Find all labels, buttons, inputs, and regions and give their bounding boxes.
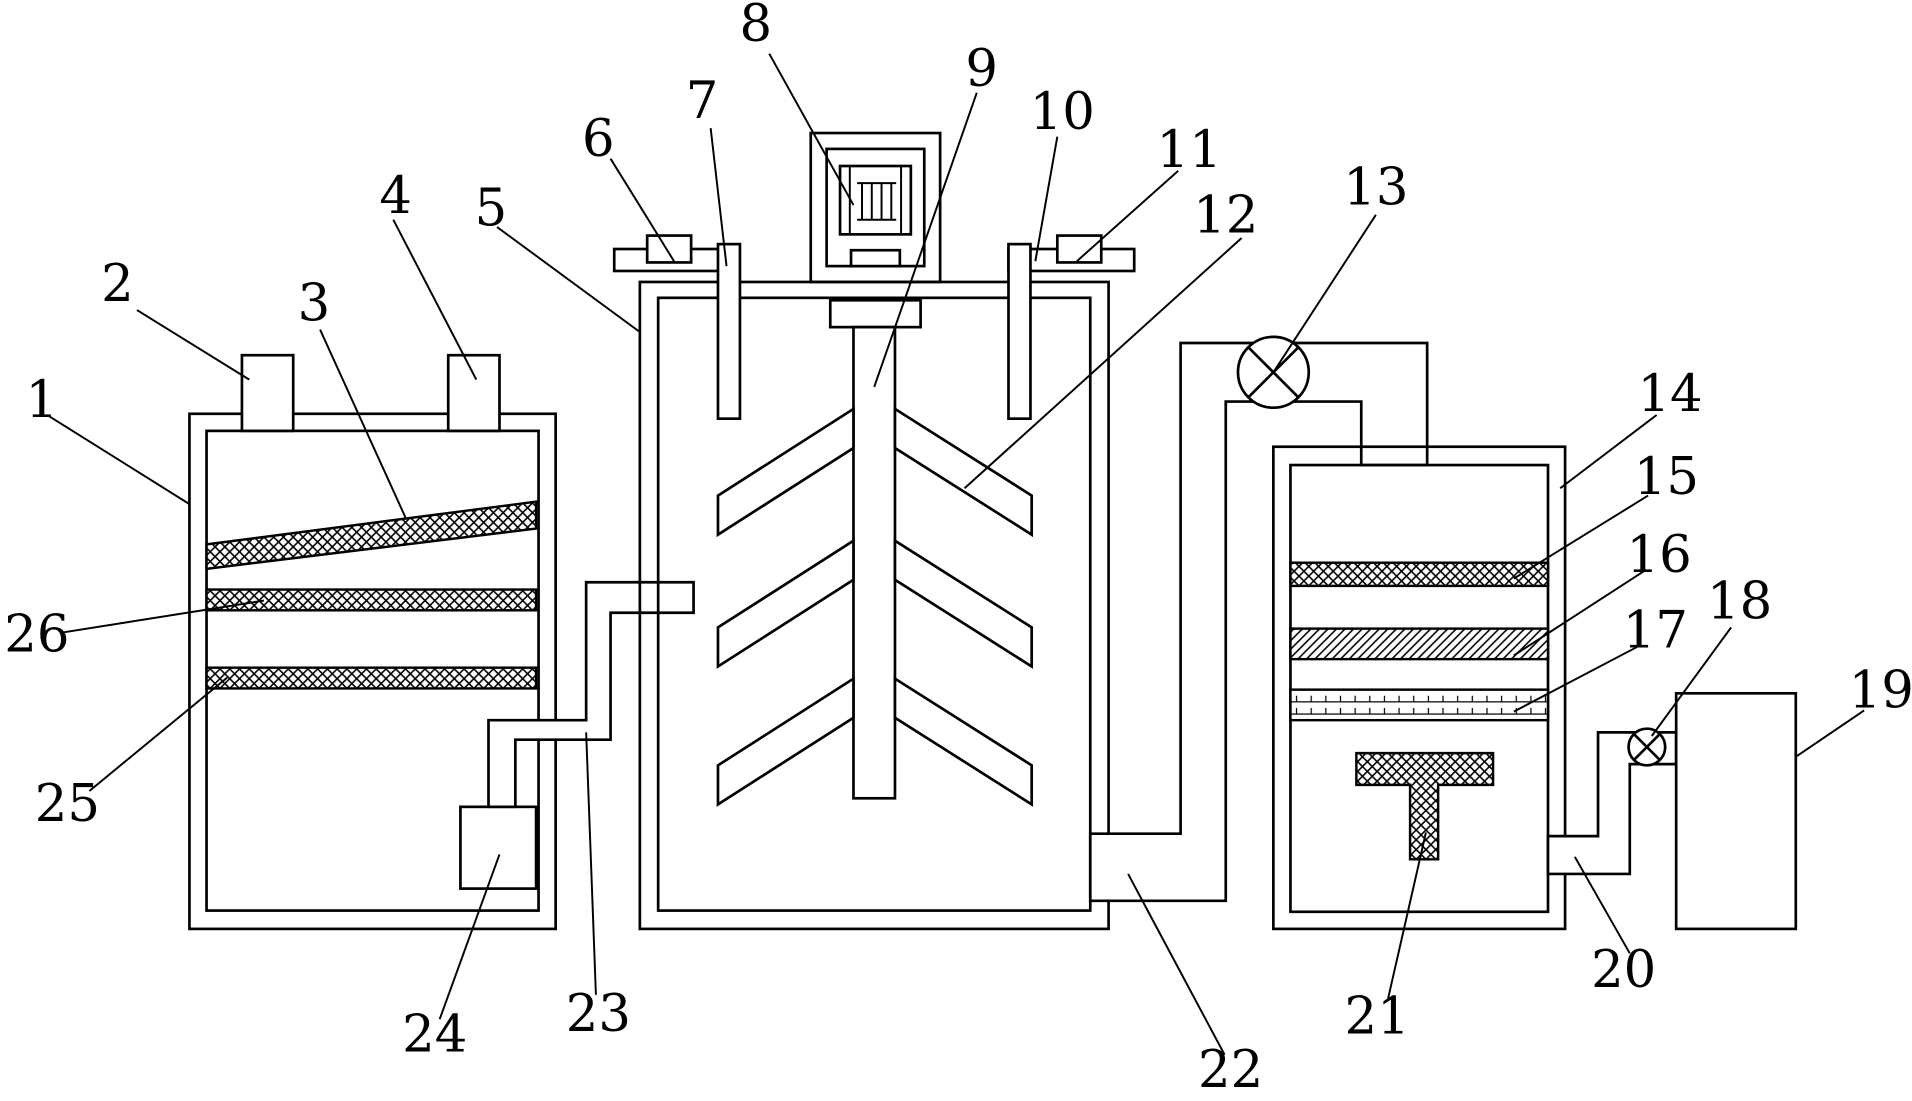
label-14: 14: [1637, 364, 1702, 424]
filter-layer-15: [1289, 561, 1550, 588]
label-8: 8: [740, 0, 773, 54]
label-12: 12: [1193, 186, 1258, 246]
inclined-screen-3: [205, 500, 538, 571]
label-5: 5: [475, 178, 508, 238]
label-6: 6: [582, 109, 615, 169]
label-22: 22: [1198, 1040, 1263, 1100]
label-16: 16: [1626, 525, 1691, 585]
label-17: 17: [1623, 601, 1688, 661]
label-24: 24: [402, 1005, 467, 1065]
screen-26: [205, 588, 538, 612]
screen-25: [205, 666, 538, 690]
left-tank: [188, 353, 557, 931]
label-15: 15: [1634, 447, 1699, 507]
leader-lines: [48, 53, 1865, 1056]
feed-tube-7: [716, 242, 742, 421]
label-2: 2: [101, 254, 134, 314]
label-19: 19: [1849, 661, 1912, 721]
label-10: 10: [1030, 82, 1095, 142]
mixing-tank: [612, 131, 1136, 931]
t-shaped-filter-21: [1355, 751, 1495, 861]
valve-6: [645, 234, 693, 264]
filter-tank: [1272, 445, 1567, 931]
stirring-blades-12: [716, 406, 1034, 807]
label-18: 18: [1707, 571, 1772, 631]
label-13: 13: [1343, 158, 1408, 218]
label-23: 23: [566, 984, 631, 1044]
reference-numerals: 1 2 3 4 5 6 7 8 9 10 11 12 13 14 15 16 1…: [4, 0, 1912, 1100]
pump-24: [459, 805, 538, 890]
label-26: 26: [4, 604, 69, 664]
label-9: 9: [965, 39, 998, 99]
label-20: 20: [1591, 940, 1656, 1000]
pipe-22: [1088, 341, 1429, 903]
label-21: 21: [1345, 986, 1410, 1046]
collection-tank-19: [1674, 691, 1798, 931]
label-7: 7: [686, 71, 719, 131]
label-3: 3: [298, 274, 331, 334]
label-25: 25: [35, 774, 100, 834]
pipe-23: [487, 580, 695, 809]
motor-housing: [809, 131, 942, 284]
filter-layer-16: [1289, 627, 1550, 661]
filter-layer-17: [1289, 688, 1550, 722]
inlet-pipe-4: [446, 353, 501, 433]
inlet-pipe-2: [240, 353, 295, 433]
feed-tube-10: [1007, 242, 1032, 421]
label-4: 4: [379, 166, 412, 226]
coupling: [828, 298, 922, 329]
label-11: 11: [1157, 120, 1222, 180]
stirring-shaft-9: [852, 325, 897, 800]
label-1: 1: [25, 370, 58, 430]
